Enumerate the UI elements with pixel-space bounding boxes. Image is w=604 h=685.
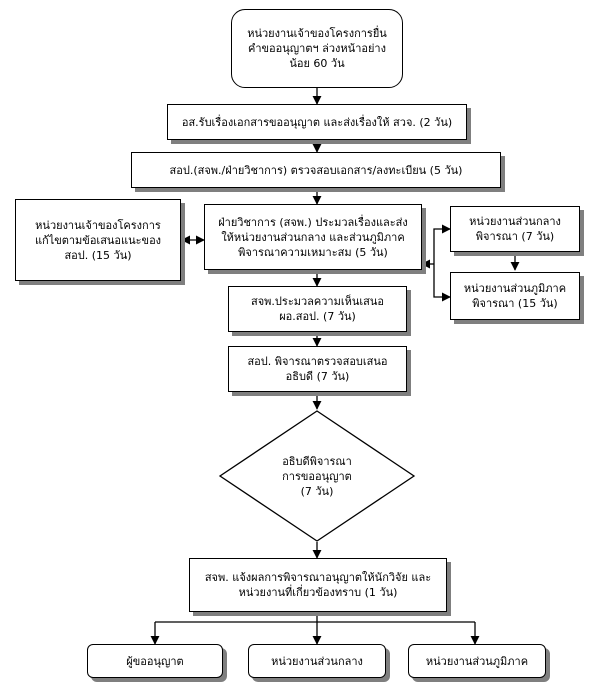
- output-central-agency-label: หน่วยงานส่วนกลาง: [271, 654, 363, 668]
- output-applicant: ผู้ขออนุญาต: [87, 644, 223, 678]
- step-compile-opinions-label: สจพ.ประมวลความเห็นเสนอ ผอ.สอป. (7 วัน): [251, 295, 384, 323]
- step-central-agency-review-label: หน่วยงานส่วนกลาง พิจารณา (7 วัน): [469, 215, 561, 243]
- step-propose-director-label: สอป. พิจารณาตรวจสอบเสนอ อธิบดี (7 วัน): [247, 355, 388, 383]
- decision-label: อธิบดีพิจารณา การขออนุญาต (7 วัน): [282, 454, 352, 498]
- step-technical-review-label: ฝ่ายวิชาการ (สจพ.) ประมวลเรื่องและส่ง ให…: [218, 215, 408, 259]
- start-node-label: หน่วยงานเจ้าของโครงการยื่น คำขออนุญาตฯ ล…: [247, 27, 387, 70]
- output-applicant-label: ผู้ขออนุญาต: [126, 654, 184, 668]
- output-regional-agency: หน่วยงานส่วนภูมิภาค: [408, 644, 546, 678]
- decision-diamond: [218, 410, 416, 542]
- step-central-agency-review: หน่วยงานส่วนกลาง พิจารณา (7 วัน): [450, 206, 580, 252]
- step-compile-opinions: สจพ.ประมวลความเห็นเสนอ ผอ.สอป. (7 วัน): [228, 286, 407, 332]
- arrow-review-to-regional: [433, 264, 451, 302]
- step-regional-agency-review-label: หน่วยงานส่วนภูมิภาค พิจารณา (15 วัน): [463, 282, 567, 310]
- step-propose-director: สอป. พิจารณาตรวจสอบเสนอ อธิบดี (7 วัน): [228, 346, 407, 392]
- step-receive-documents: อส.รับเรื่องเอกสารขออนุญาต และส่งเรื่องใ…: [167, 104, 467, 140]
- step-technical-review: ฝ่ายวิชาการ (สจพ.) ประมวลเรื่องและส่ง ให…: [204, 204, 422, 270]
- step-check-documents-label: สอป.(สจพ./ฝ่ายวิชาการ) ตรวจสอบเอกสาร/ลงท…: [169, 163, 463, 177]
- step-owner-revision: หน่วยงานเจ้าของโครงการ แก้ไขตามข้อเสนอแน…: [15, 199, 181, 281]
- step-notify-result: สจพ. แจ้งผลการพิจารณาอนุญาตให้นักวิจัย แ…: [189, 558, 447, 612]
- decision-label-wrap: อธิบดีพิจารณา การขออนุญาต (7 วัน): [250, 446, 384, 506]
- output-regional-agency-label: หน่วยงานส่วนภูมิภาค: [425, 654, 529, 668]
- step-owner-revision-label: หน่วยงานเจ้าของโครงการ แก้ไขตามข้อเสนอแน…: [34, 218, 162, 262]
- output-central-agency: หน่วยงานส่วนกลาง: [248, 644, 386, 678]
- step-regional-agency-review: หน่วยงานส่วนภูมิภาค พิจารณา (15 วัน): [450, 272, 580, 320]
- step-check-documents: สอป.(สจพ./ฝ่ายวิชาการ) ตรวจสอบเอกสาร/ลงท…: [131, 152, 501, 188]
- step-receive-documents-label: อส.รับเรื่องเอกสารขออนุญาต และส่งเรื่องใ…: [181, 115, 453, 129]
- step-notify-result-label: สจพ. แจ้งผลการพิจารณาอนุญาตให้นักวิจัย แ…: [204, 571, 432, 599]
- start-node: หน่วยงานเจ้าของโครงการยื่น คำขออนุญาตฯ ล…: [231, 9, 403, 88]
- arrow-review-to-central: [433, 224, 451, 264]
